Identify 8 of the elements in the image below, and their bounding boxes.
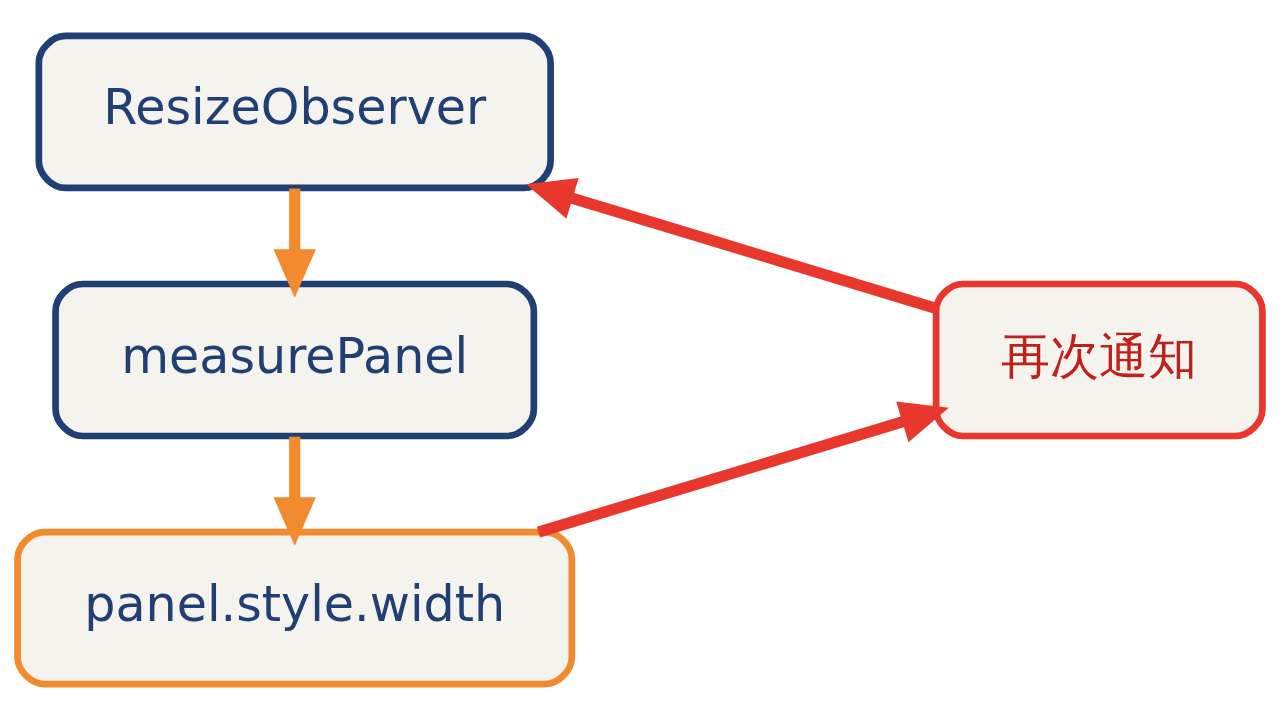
node-box: panel.style.width [14, 528, 576, 688]
arrow [273, 188, 316, 298]
node-box: measurePanel [52, 280, 538, 440]
arrow [273, 436, 316, 546]
arrow [536, 401, 949, 538]
node-box: 再次通知 [932, 280, 1266, 440]
node-box: ResizeObserver [35, 32, 554, 192]
arrow [526, 177, 938, 314]
